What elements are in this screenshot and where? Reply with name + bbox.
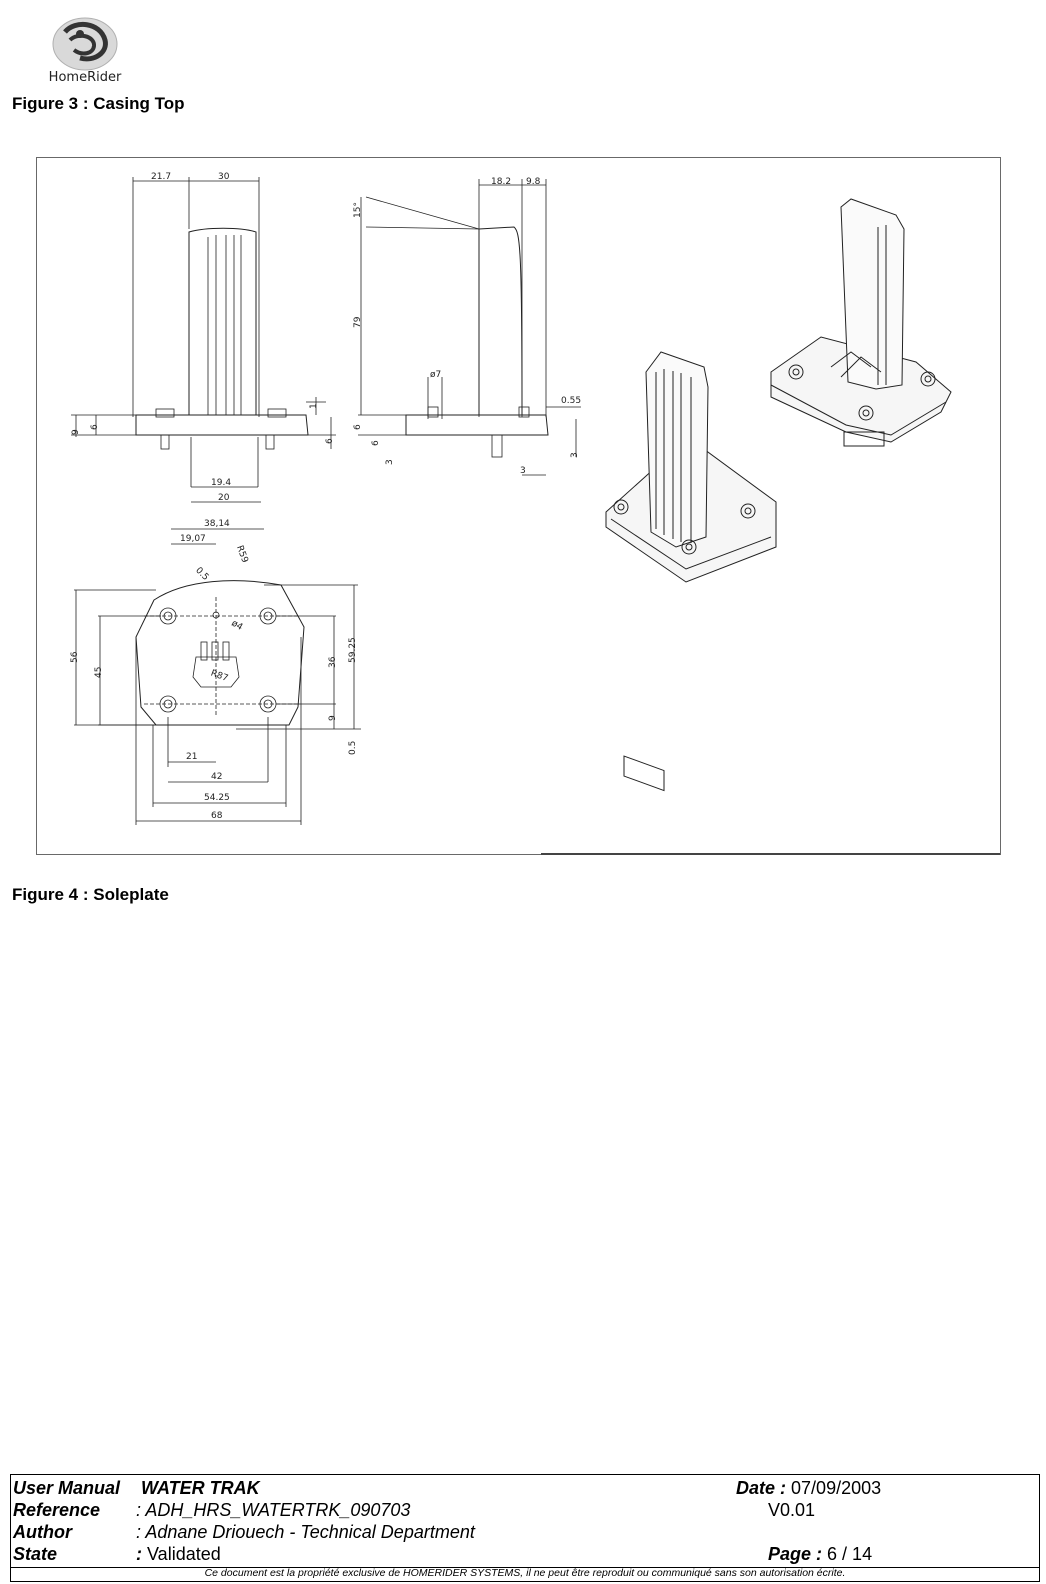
reference-value: : ADH_HRS_WATERTRK_090703 xyxy=(136,1500,411,1520)
dim-59-25: 59.25 xyxy=(348,637,358,663)
footer-row-state: State : Validated Page : 6 / 14 xyxy=(11,1543,1039,1565)
dim-56: 56 xyxy=(70,651,80,663)
dim-0-5-top: 0.5 xyxy=(193,566,210,583)
dim-0-55: 0.55 xyxy=(561,396,581,406)
dim-30: 30 xyxy=(218,172,230,182)
page-value: 6 / 14 xyxy=(827,1544,873,1564)
footer-row-title: User Manual WATER TRAK Date : 07/09/2003 xyxy=(11,1477,1039,1499)
date-label: Date : xyxy=(736,1478,787,1498)
dim-3-side-a: 3 xyxy=(385,459,395,465)
state-value: Validated xyxy=(147,1544,221,1564)
dim-9-bottom: 9 xyxy=(328,715,338,721)
dim-dia-7: ø7 xyxy=(430,370,441,380)
state-colon: : xyxy=(136,1544,142,1564)
figure-3-caption: Figure 3 : Casing Top xyxy=(12,94,185,113)
version-value: V0.01 xyxy=(768,1500,816,1520)
user-manual-label: User Manual xyxy=(13,1478,121,1498)
reference-label: Reference xyxy=(13,1500,101,1520)
dim-20: 20 xyxy=(218,493,230,503)
homerider-swirl-logo-icon: HomeRider xyxy=(49,17,122,85)
product-name: WATER TRAK xyxy=(141,1478,260,1498)
dim-36: 36 xyxy=(328,656,338,668)
side-view: 18.2 9.8 15° 79 ø7 0.55 6 6 3 3 3 xyxy=(353,177,581,476)
footer-row-reference: Reference : ADH_HRS_WATERTRK_090703 V0.0… xyxy=(11,1499,1039,1521)
page-field: Page : 6 / 14 xyxy=(768,1543,872,1565)
front-view: 21.7 30 19.4 20 9 6 1 6 xyxy=(71,172,336,503)
state-label: State xyxy=(13,1544,58,1564)
dim-1: 1 xyxy=(309,403,319,409)
isometric-view-left xyxy=(605,351,777,792)
dim-6-front: 6 xyxy=(90,424,100,430)
dim-21-7: 21.7 xyxy=(151,172,171,182)
dim-9-8: 9.8 xyxy=(526,177,541,187)
footer-divider xyxy=(11,1567,1039,1568)
dim-42: 42 xyxy=(211,772,222,782)
dim-r87: R87 xyxy=(209,669,229,684)
dim-21: 21 xyxy=(186,752,197,762)
date-value: 07/09/2003 xyxy=(791,1478,882,1498)
dim-54-25: 54.25 xyxy=(204,793,230,803)
dim-9: 9 xyxy=(71,429,81,435)
date-field: Date : 07/09/2003 xyxy=(736,1477,881,1499)
dim-18-2: 18.2 xyxy=(491,177,511,187)
dim-6-side-b: 6 xyxy=(371,440,381,446)
dim-6-side-a: 6 xyxy=(353,424,363,430)
homerider-logo: HomeRider xyxy=(10,2,160,85)
dim-19-4: 19.4 xyxy=(211,478,231,488)
logo-brand-text: HomeRider xyxy=(49,70,122,84)
dim-3-side-b: 3 xyxy=(520,466,526,476)
dim-38-14: 38,14 xyxy=(204,519,230,529)
document-footer: User Manual WATER TRAK Date : 07/09/2003… xyxy=(10,1474,1040,1582)
author-label: Author xyxy=(13,1522,72,1542)
dim-19-07: 19,07 xyxy=(180,534,206,544)
state-field: : Validated xyxy=(136,1543,221,1565)
author-value: : Adnane Driouech - Technical Department xyxy=(136,1522,475,1542)
dim-79: 79 xyxy=(353,316,363,328)
dim-15-deg: 15° xyxy=(353,202,363,218)
dim-68: 68 xyxy=(211,811,223,821)
casing-top-technical-drawing: 21.7 30 19.4 20 9 6 1 6 18.2 9.8 15° 79 xyxy=(36,157,1012,865)
dim-dia-4: ø4 xyxy=(230,619,245,633)
isometric-view-right xyxy=(770,198,952,447)
dim-45: 45 xyxy=(94,667,104,678)
confidentiality-notice: Ce document est la propriété exclusive d… xyxy=(204,1567,846,1579)
figure-4-caption: Figure 4 : Soleplate xyxy=(12,885,169,904)
bottom-view: 38,14 19,07 R59 0.5 ø4 R87 56 45 36 59.2… xyxy=(70,519,361,825)
dim-3-side-c: 3 xyxy=(570,452,580,458)
dim-0-5-bottom: 0.5 xyxy=(348,741,358,755)
dim-r59: R59 xyxy=(234,544,250,564)
dim-6-right: 6 xyxy=(325,438,335,444)
page-label: Page : xyxy=(768,1544,823,1564)
footer-row-author: Author : Adnane Driouech - Technical Dep… xyxy=(11,1521,1039,1543)
